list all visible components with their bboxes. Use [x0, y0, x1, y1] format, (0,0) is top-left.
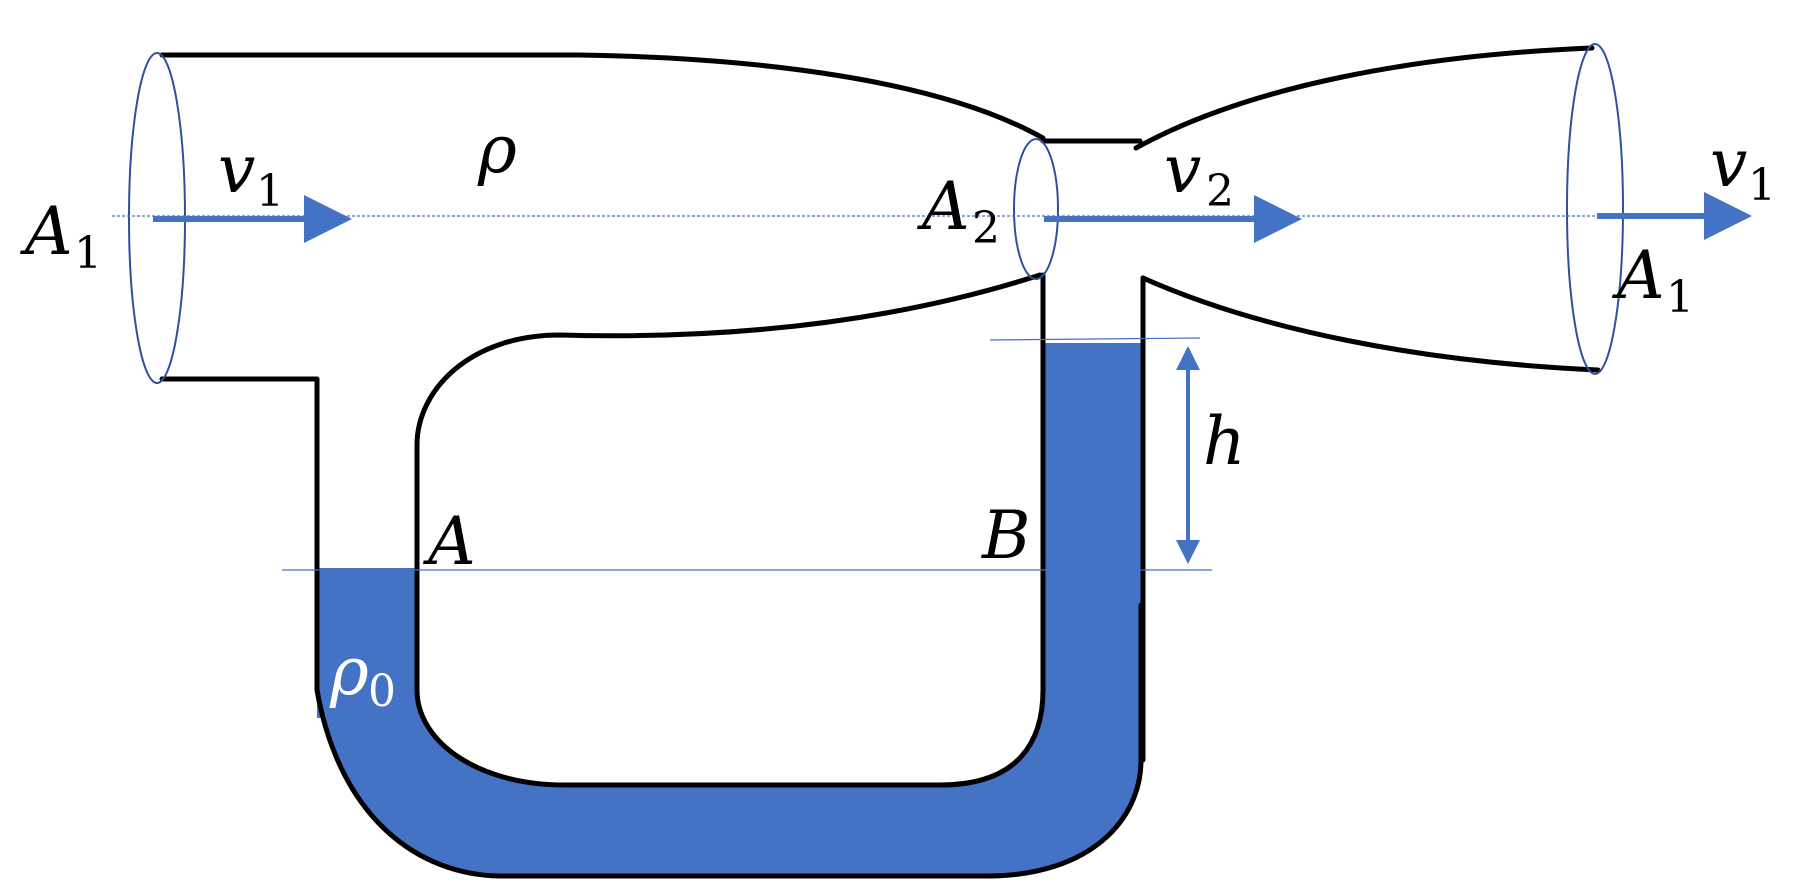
fluid-right-column	[1043, 343, 1141, 723]
velocity-v1-left-subscript: 1	[256, 166, 284, 217]
pipe-top-wall-right	[1133, 45, 1595, 151]
point-a-label: A	[422, 503, 476, 580]
manometer-density-label: ρ	[329, 633, 369, 710]
velocity-v1-right-subscript: 1	[1748, 160, 1776, 211]
height-label: h	[1203, 403, 1246, 480]
cross-sections	[128, 43, 1624, 384]
density-label: ρ	[477, 111, 517, 188]
area-a1-left-label: A	[19, 193, 73, 270]
guide-lines	[112, 215, 1598, 571]
manometer-density-subscript: 0	[368, 666, 396, 717]
manometer-fluid	[317, 343, 1141, 876]
velocity-v2-subscript: 2	[1206, 166, 1234, 217]
throat-cross-section	[1013, 138, 1059, 280]
point-b-label: B	[981, 497, 1031, 574]
fluid-u-bend	[317, 690, 1141, 876]
velocity-v1-right-label: v	[1710, 125, 1747, 202]
area-a2-subscript: 2	[972, 203, 1000, 254]
inner-manometer-wall	[414, 272, 1046, 788]
outlet-cross-section	[1566, 43, 1624, 375]
level-line-top	[989, 337, 1201, 341]
area-a1-left-subscript: 1	[74, 228, 102, 279]
velocity-arrows	[153, 192, 1752, 243]
velocity-v2-label: v	[1164, 131, 1201, 208]
left-leg-outer-wall	[159, 275, 1146, 879]
labels: ρ A 1 v 1 A 2 v 2 v 1 A 1 h A B ρ 0	[19, 111, 1776, 717]
area-a1-right-subscript: 1	[1666, 272, 1694, 323]
venturi-pipe-outline	[159, 45, 1601, 879]
pipe-bottom-wall-right	[1140, 275, 1601, 373]
area-a2-label: A	[916, 168, 970, 245]
velocity-v1-left-label: v	[218, 131, 255, 208]
pipe-top-wall-left	[159, 52, 1046, 141]
area-a1-right-label: A	[1611, 237, 1665, 314]
